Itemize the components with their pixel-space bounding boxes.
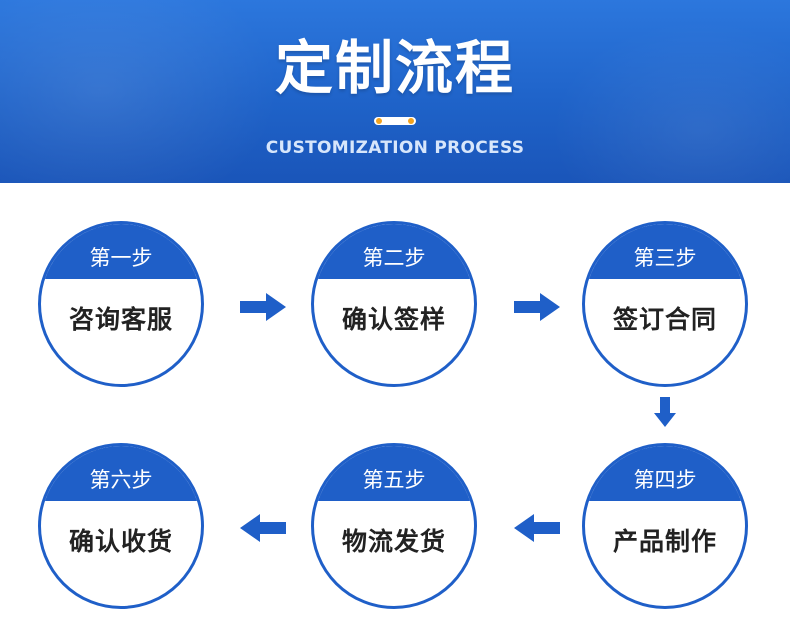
arrow-left-icon: [514, 514, 560, 542]
step-5-number: 第五步: [314, 446, 474, 501]
page-title: 定制流程: [274, 34, 515, 102]
step-2-label: 确认签样: [341, 305, 446, 334]
step-4-circle: 第四步 产品制作: [582, 443, 748, 609]
header-banner: 定制流程 CUSTOMIZATION PROCESS: [0, 0, 790, 183]
step-5-circle: 第五步 物流发货: [311, 443, 477, 609]
page-subtitle: CUSTOMIZATION PROCESS: [265, 138, 525, 158]
arrow-left-icon: [240, 514, 286, 542]
step-4-number: 第四步: [585, 446, 745, 501]
step-6-number: 第六步: [41, 446, 201, 501]
step-3-label: 签订合同: [612, 305, 717, 334]
step-5-label: 物流发货: [341, 527, 446, 556]
step-3-number: 第三步: [585, 224, 745, 279]
step-1-circle: 第一步 咨询客服: [38, 221, 204, 387]
step-1-number: 第一步: [41, 224, 201, 279]
step-2-circle: 第二步 确认签样: [311, 221, 477, 387]
step-4-label: 产品制作: [612, 527, 717, 556]
step-3-circle: 第三步 签订合同: [582, 221, 748, 387]
step-6-circle: 第六步 确认收货: [38, 443, 204, 609]
arrow-right-icon: [240, 293, 286, 321]
title-divider: [374, 117, 416, 125]
step-1-label: 咨询客服: [68, 305, 173, 334]
arrow-down-icon: [654, 397, 676, 427]
step-2-number: 第二步: [314, 224, 474, 279]
step-6-label: 确认收货: [68, 527, 173, 556]
arrow-right-icon: [514, 293, 560, 321]
